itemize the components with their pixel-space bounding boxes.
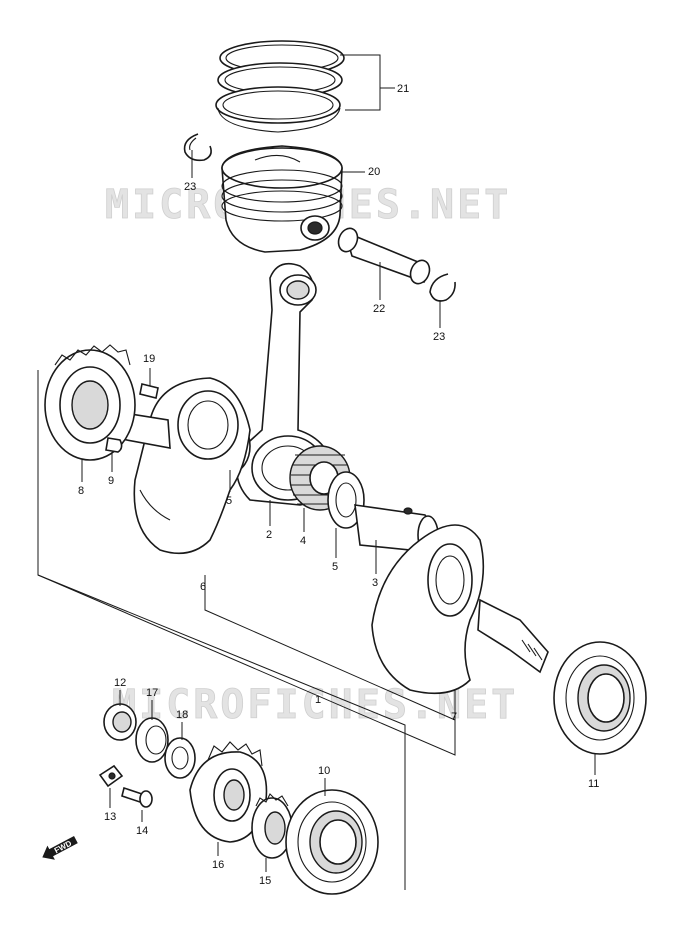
thrust-washer-right <box>327 471 365 529</box>
callout-18: 18 <box>176 709 188 721</box>
callout-21: 21 <box>397 83 409 95</box>
crank-web-left <box>133 377 251 555</box>
callout-7: 7 <box>451 711 457 723</box>
bearing-10 <box>285 789 379 895</box>
callout-14: 14 <box>136 825 148 837</box>
piston-rings <box>215 40 345 133</box>
callout-15: 15 <box>259 875 271 887</box>
callout-8: 8 <box>78 485 84 497</box>
callout-23-left: 23 <box>184 181 196 193</box>
assembly-bracket <box>37 370 456 890</box>
callout-13: 13 <box>104 811 116 823</box>
piston-pin <box>337 227 431 285</box>
callout-1: 1 <box>315 694 321 706</box>
crank-shaft-right <box>477 598 549 674</box>
callout-5-left: 5 <box>226 495 232 507</box>
piston <box>221 145 343 253</box>
callout-22: 22 <box>373 303 385 315</box>
key-9 <box>105 437 123 453</box>
leader-lines <box>81 54 596 872</box>
crank-web-right <box>371 524 485 695</box>
sprocket-15 <box>251 793 293 859</box>
callout-16: 16 <box>212 859 224 871</box>
nut-12 <box>103 703 137 741</box>
circlip-right <box>429 273 456 302</box>
callout-17: 17 <box>146 687 158 699</box>
callout-12: 12 <box>114 677 126 689</box>
lock-plate-13 <box>98 764 124 788</box>
callout-6: 6 <box>200 581 206 593</box>
callouts: 21 20 23 22 23 19 8 9 5 2 4 5 3 6 1 7 11… <box>78 83 599 887</box>
callout-23-right: 23 <box>433 331 445 343</box>
callout-20: 20 <box>368 166 380 178</box>
callout-3: 3 <box>372 577 378 589</box>
circlip-left <box>183 133 212 162</box>
collar-17 <box>135 717 169 763</box>
screw-14 <box>121 786 153 808</box>
callout-11: 11 <box>588 778 599 790</box>
callout-4: 4 <box>300 535 306 547</box>
callout-5-right: 5 <box>332 561 338 573</box>
gear-16 <box>189 741 268 843</box>
gear-left <box>44 344 136 461</box>
callout-2: 2 <box>266 529 272 541</box>
fwd-arrow-icon: FWD <box>42 836 78 860</box>
bearing-right <box>553 641 647 755</box>
callout-9: 9 <box>108 475 114 487</box>
callout-19: 19 <box>143 353 155 365</box>
washer-18 <box>164 737 196 779</box>
callout-10: 10 <box>318 765 330 777</box>
key-19 <box>139 383 159 399</box>
